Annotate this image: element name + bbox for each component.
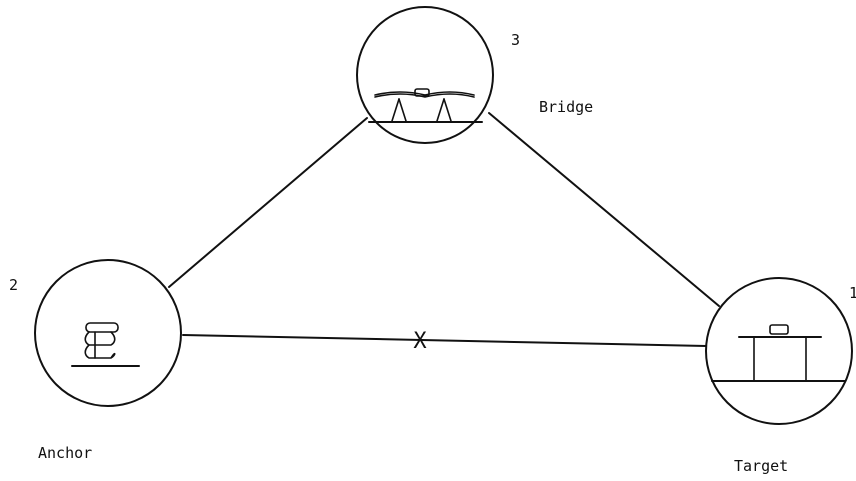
node-target-label: Target (734, 457, 788, 475)
node-bridge-label: Bridge (539, 98, 593, 116)
spring-icon (72, 323, 139, 366)
edge-anchor-target (183, 335, 706, 346)
node-target (706, 278, 852, 424)
node-target-number: 1 (849, 284, 856, 302)
node-bridge-number: 3 (511, 31, 520, 49)
table-icon (712, 325, 845, 381)
node-target-circle (706, 278, 852, 424)
node-anchor-label: Anchor (38, 444, 92, 462)
bridge-icon (369, 89, 482, 122)
crossed-edge-mark: X (413, 329, 427, 354)
node-anchor (35, 260, 181, 406)
node-anchor-circle (35, 260, 181, 406)
edge-anchor-bridge (169, 118, 367, 287)
edge-bridge-target (489, 113, 719, 306)
node-bridge (357, 7, 493, 143)
node-anchor-number: 2 (9, 276, 18, 294)
